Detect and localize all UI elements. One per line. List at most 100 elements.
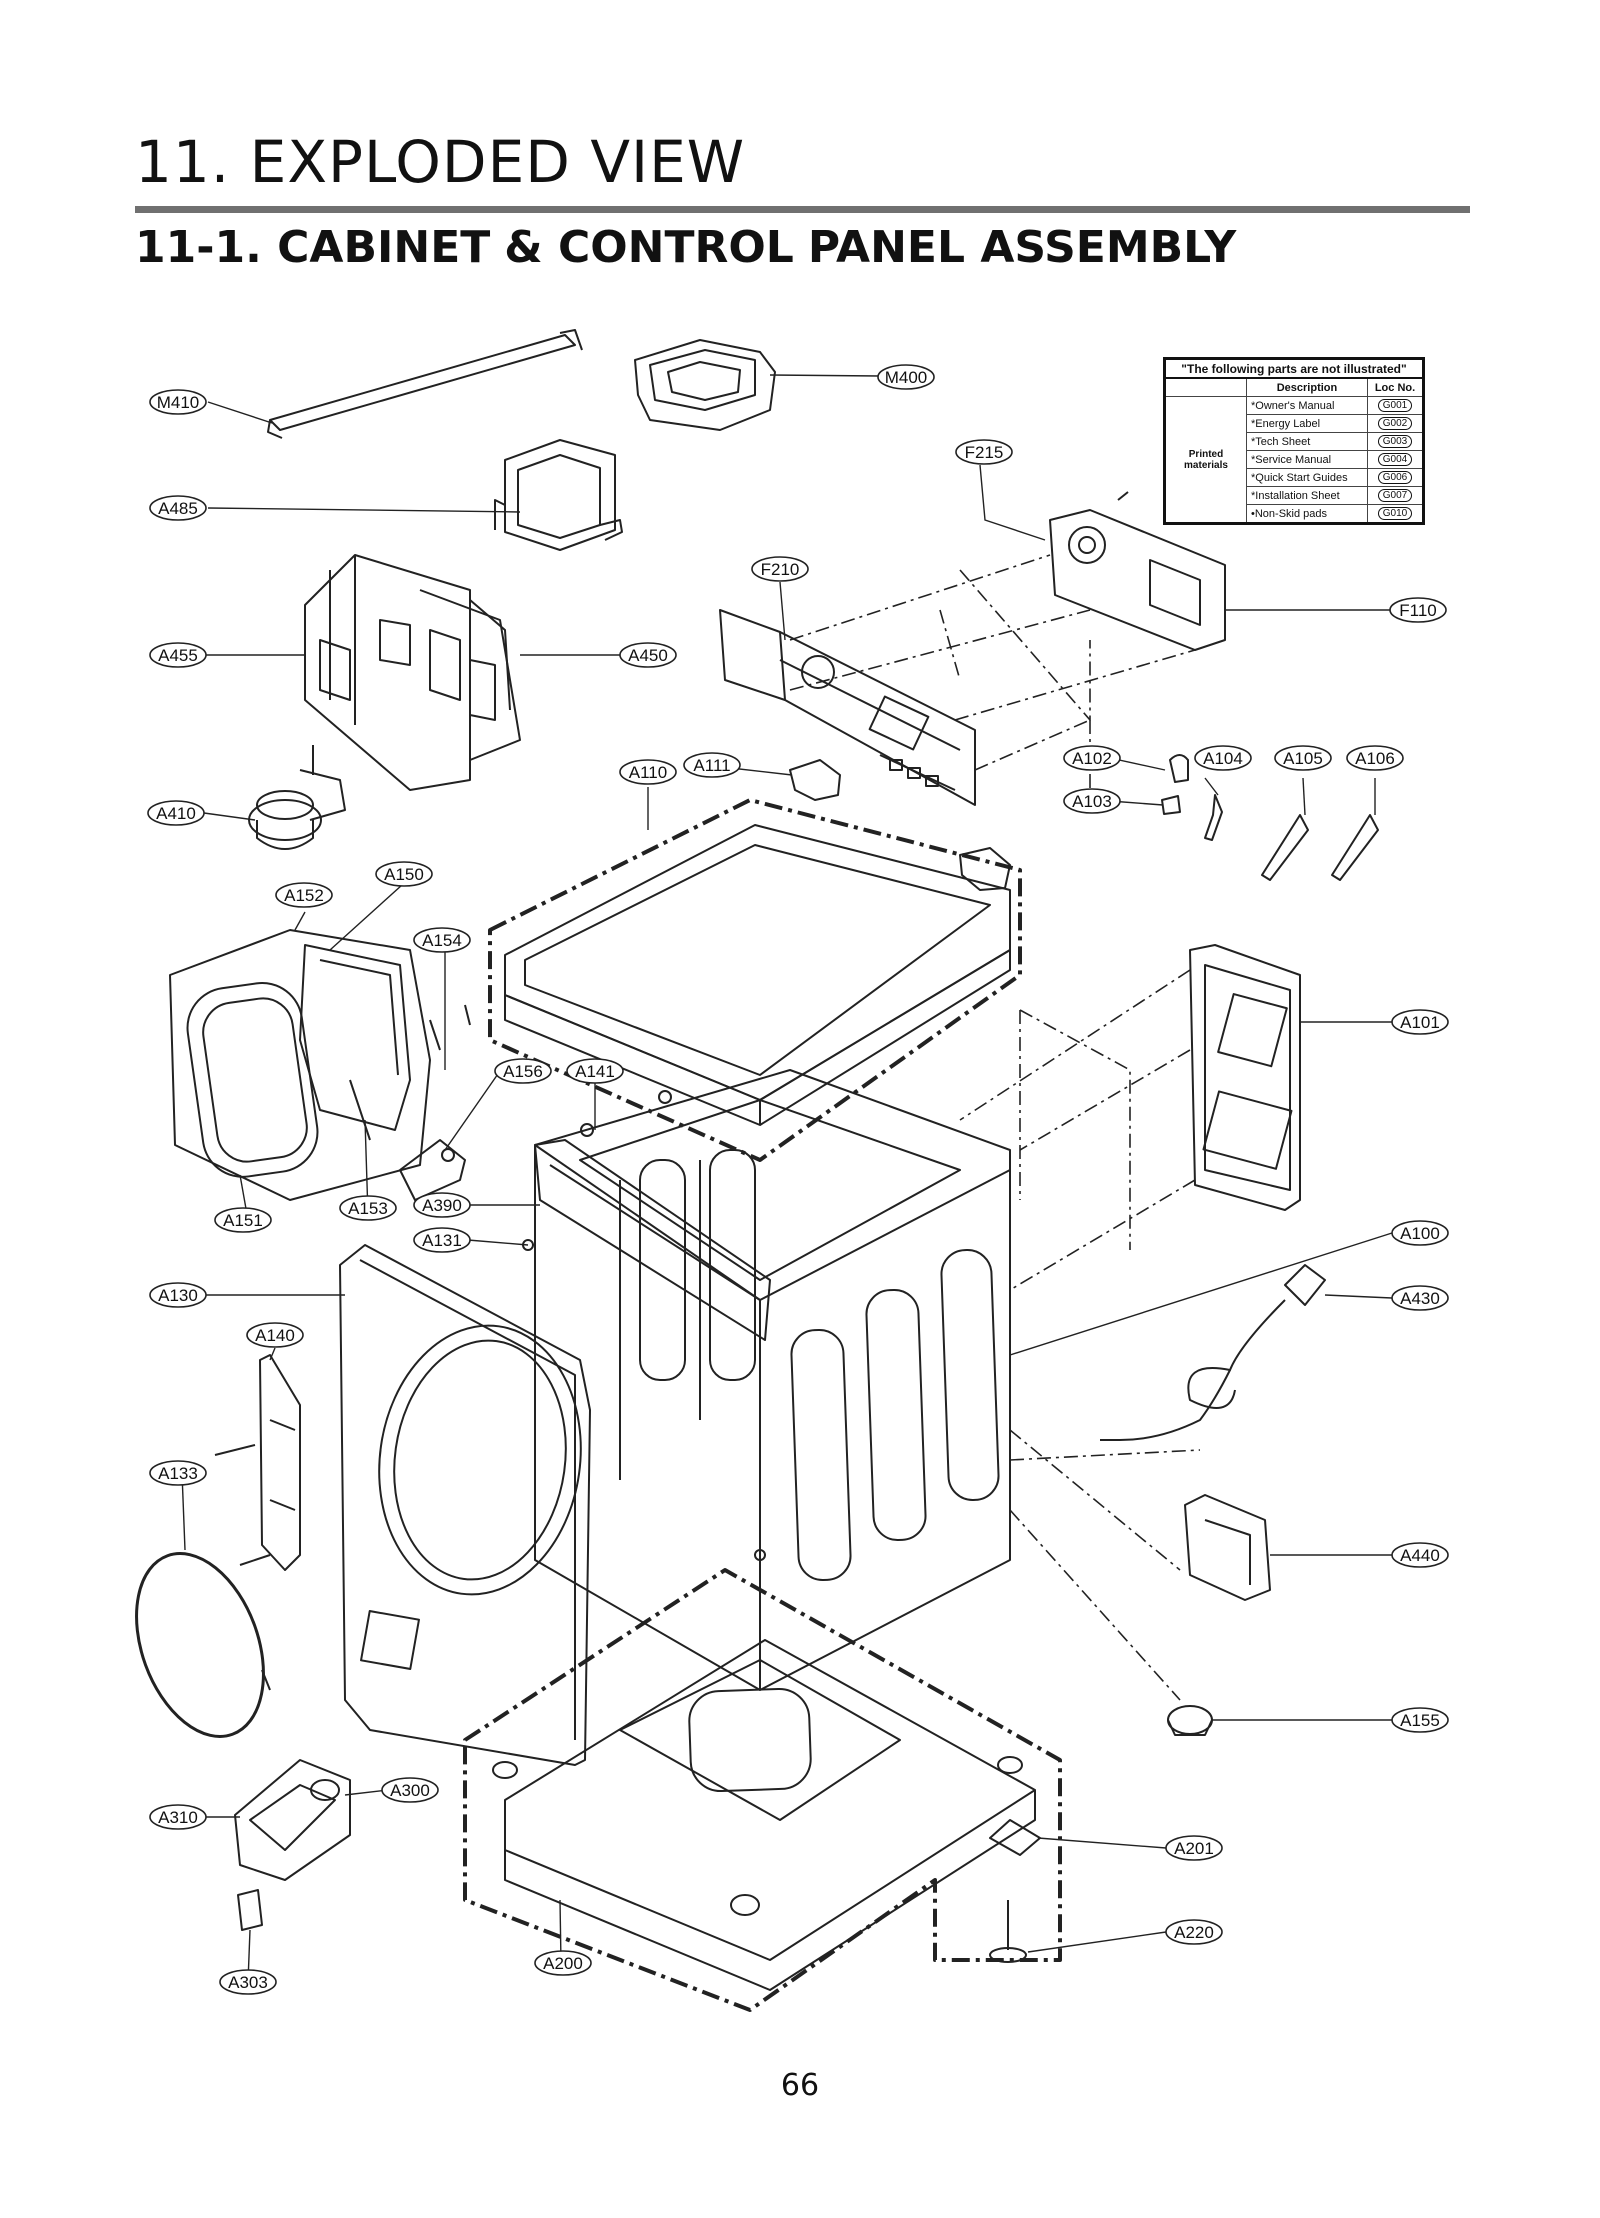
row-description: *Tech Sheet bbox=[1246, 432, 1368, 451]
display-pcb bbox=[1049, 491, 1226, 651]
power-cord bbox=[1100, 1264, 1326, 1441]
door-assembly bbox=[169, 929, 431, 1201]
base-frame bbox=[463, 1568, 1062, 2012]
main-cabinet bbox=[534, 1069, 1011, 1691]
page-title: 11. EXPLODED VIEW bbox=[135, 128, 746, 196]
dispenser-assembly bbox=[634, 339, 776, 431]
callout-a130: A130 bbox=[158, 1286, 198, 1305]
title-rule bbox=[135, 206, 1470, 213]
leg-bracket bbox=[989, 1819, 1041, 1963]
row-loc: G004 bbox=[1377, 453, 1413, 466]
callout-a110: A110 bbox=[629, 763, 667, 782]
callout-f110: F110 bbox=[1399, 601, 1437, 620]
callout-a103: A103 bbox=[1072, 792, 1112, 811]
callout-a154: A154 bbox=[422, 931, 462, 950]
callout-a156: A156 bbox=[503, 1062, 543, 1081]
table-row: *Tech Sheet G003 bbox=[1165, 432, 1424, 451]
callout-a455: A455 bbox=[158, 646, 198, 665]
callout-a220: A220 bbox=[1174, 1923, 1214, 1942]
row-loc: G002 bbox=[1377, 417, 1413, 430]
callout-a111: A111 bbox=[693, 756, 730, 775]
callout-a141: A141 bbox=[575, 1062, 615, 1081]
row-description: *Service Manual bbox=[1246, 450, 1368, 469]
rear-guide-lines bbox=[959, 969, 1201, 1701]
row-loc: G006 bbox=[1377, 471, 1413, 484]
callout-a101: A101 bbox=[1400, 1013, 1440, 1032]
callout-a102: A102 bbox=[1072, 749, 1112, 768]
row-loc: G007 bbox=[1377, 489, 1413, 502]
control-panel-front bbox=[719, 609, 976, 806]
col-loc-header: Loc No. bbox=[1367, 377, 1424, 397]
callout-a390: A390 bbox=[422, 1196, 462, 1215]
callout-a100: A100 bbox=[1400, 1224, 1440, 1243]
noise-filter bbox=[1184, 1494, 1271, 1601]
parts-drawing bbox=[135, 329, 1379, 2012]
callout-a105: A105 bbox=[1283, 749, 1323, 768]
front-cabinet-panel bbox=[339, 1244, 591, 1766]
table-row: Printed materials *Owner's Manual G001 bbox=[1164, 396, 1424, 524]
row-description: *Installation Sheet bbox=[1246, 486, 1368, 505]
callout-m400: M400 bbox=[885, 368, 928, 387]
callout-labels: M410 M400 A485 F215 F210 F110 A455 A450 … bbox=[156, 368, 1440, 1992]
callout-a303: A303 bbox=[228, 1973, 268, 1992]
col-description-header: Description bbox=[1246, 377, 1368, 397]
callout-a131: A131 bbox=[422, 1231, 462, 1250]
callout-a410: A410 bbox=[156, 804, 196, 823]
door-hinge bbox=[214, 1354, 301, 1571]
group-label: Printed materials bbox=[1164, 396, 1247, 524]
callout-ovals bbox=[147, 364, 1449, 1995]
callout-a150: A150 bbox=[384, 865, 424, 884]
row-description: *Owner's Manual bbox=[1246, 396, 1368, 415]
row-loc: G003 bbox=[1377, 435, 1413, 448]
callout-a152: A152 bbox=[284, 886, 324, 905]
control-guide-lines bbox=[789, 554, 1196, 800]
callout-a133: A133 bbox=[158, 1464, 198, 1483]
callout-a106: A106 bbox=[1355, 749, 1395, 768]
inlet-valve-box bbox=[494, 439, 623, 551]
table-caption: "The following parts are not illustrated… bbox=[1164, 358, 1424, 379]
row-description: *Energy Label bbox=[1246, 414, 1368, 433]
row-loc: G010 bbox=[1377, 507, 1413, 520]
callout-a151: A151 bbox=[223, 1211, 263, 1230]
pressure-switch bbox=[248, 745, 346, 850]
table-row: •Non-Skid pads G010 bbox=[1165, 504, 1424, 524]
clamp-ring bbox=[135, 1552, 271, 1738]
rear-cover bbox=[1189, 944, 1301, 1211]
row-description: *Quick Start Guides bbox=[1246, 468, 1368, 487]
row-loc: G001 bbox=[1377, 399, 1413, 412]
callout-a155: A155 bbox=[1400, 1711, 1440, 1730]
table-row: *Service Manual G004 bbox=[1165, 450, 1424, 469]
subtitle-part-3: PANEL ASSEMBLY bbox=[807, 222, 1237, 273]
callout-f210: F210 bbox=[761, 560, 800, 579]
front-frame-crossbar bbox=[534, 1139, 771, 1341]
row-description: •Non-Skid pads bbox=[1246, 504, 1368, 524]
foot-screw bbox=[237, 1889, 263, 1931]
callout-m410: M410 bbox=[157, 393, 200, 412]
callout-a200: A200 bbox=[543, 1954, 583, 1973]
top-plate bbox=[488, 798, 1022, 1162]
callout-a430: A430 bbox=[1400, 1289, 1440, 1308]
table-row: *Energy Label G002 bbox=[1165, 414, 1424, 433]
top-plate-hinges bbox=[789, 759, 1011, 891]
cabinet-cap bbox=[1167, 1705, 1213, 1736]
table-row: *Quick Start Guides G006 bbox=[1165, 468, 1424, 487]
callout-a104: A104 bbox=[1203, 749, 1243, 768]
section-subtitle: 11-1. CABINET & CONTROL PANEL ASSEMBLY bbox=[135, 222, 1250, 273]
pcb-control-box bbox=[304, 554, 521, 791]
top-bracket-bar bbox=[267, 329, 583, 439]
callout-a140: A140 bbox=[255, 1326, 295, 1345]
subtitle-part-2: & CONTROL bbox=[504, 222, 794, 273]
leader-lines bbox=[181, 374, 1393, 1983]
filter-cover bbox=[234, 1759, 351, 1881]
callout-a153: A153 bbox=[348, 1199, 388, 1218]
shock-absorbers bbox=[1161, 754, 1379, 881]
callout-a485: A485 bbox=[158, 499, 198, 518]
callout-a450: A450 bbox=[628, 646, 668, 665]
callout-a440: A440 bbox=[1400, 1546, 1440, 1565]
not-illustrated-parts-table: "The following parts are not illustrated… bbox=[1163, 357, 1425, 525]
page-number: 66 bbox=[780, 2068, 820, 2103]
callout-a300: A300 bbox=[390, 1781, 430, 1800]
door-lock bbox=[399, 1004, 471, 1201]
subtitle-part-1: 11-1. CABINET bbox=[135, 222, 491, 273]
